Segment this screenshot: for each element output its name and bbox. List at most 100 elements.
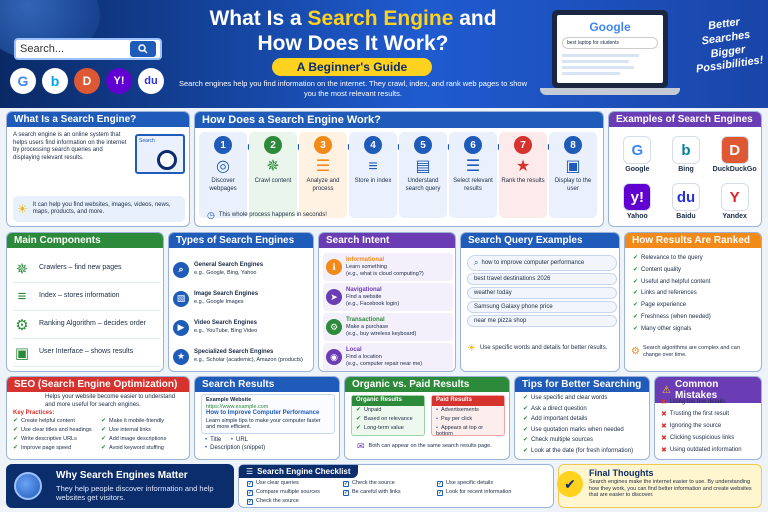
queries-tip: ☀ Use specific words and details for bet… — [467, 343, 608, 354]
step-label: Understand search query — [405, 178, 441, 192]
result-link[interactable]: How to Improve Computer Performance — [206, 410, 320, 417]
step-number: 8 — [564, 136, 582, 154]
components-title: Main Components — [7, 233, 163, 248]
intent-3-icon: ⚙ — [326, 319, 342, 335]
tip-item: Look at the date (for fresh information) — [523, 448, 647, 459]
results-card: Search Results Example Website https://w… — [194, 376, 340, 460]
step-4-icon: ≡ — [368, 158, 378, 175]
search-placeholder: Search... — [20, 43, 65, 55]
what-is-tip: ☀ It can help you find websites, images,… — [13, 196, 185, 222]
step-3: 3☰Analyze and process▶ — [299, 132, 354, 218]
checklist-item[interactable]: ✔Be careful with links — [343, 489, 401, 496]
paid-item: Pay per click — [436, 416, 500, 425]
checklist-item[interactable]: ✔Compare multiple sources — [247, 489, 320, 496]
engine-name: Google — [625, 166, 650, 174]
engine-yahoo[interactable]: y!Yahoo — [613, 179, 662, 226]
laptop-search-query: best laptop for students — [562, 37, 658, 49]
ranking-factor: Content quality — [633, 267, 759, 279]
laptop-google-logo: Google — [589, 20, 631, 34]
tip-item: Use quotation marks when needed — [523, 427, 647, 438]
type-1-icon: ⌕ — [173, 261, 189, 278]
bing-logo-icon: b — [42, 68, 68, 94]
seo-practice: Add image descriptions — [101, 436, 189, 445]
mistakes-title: ⚠Common Mistakes — [655, 377, 761, 403]
ranking-title: How Results Are Ranked — [625, 233, 761, 248]
step-label: Display to the user — [554, 178, 592, 192]
seo-practice: Write descriptive URLs — [13, 436, 99, 445]
tips-card: Tips for Better Searching Use specific a… — [514, 376, 650, 460]
header-logos: G b D Y! du — [10, 68, 164, 94]
ranking-factor: Page experience — [633, 302, 759, 314]
checklist-item[interactable]: ✔Use specific details — [437, 480, 494, 487]
component-item: ▣User Interface – shows results — [13, 339, 161, 367]
what-is-title: What Is a Search Engine? — [7, 112, 189, 127]
mistake-item: ✖Using outdated information — [661, 446, 742, 454]
step-7: 7★Rank the results▶ — [499, 132, 554, 218]
seo-practice: Use internal links — [101, 427, 189, 436]
step-label: Analyze and process — [306, 178, 340, 192]
paid-results-title: Paid Results — [432, 396, 504, 406]
step-number: 2 — [264, 136, 282, 154]
query-example[interactable]: best travel destinations 2026 — [467, 273, 617, 285]
search-icon: ⌕ — [474, 258, 479, 267]
step-1-icon: ◎ — [216, 158, 230, 175]
checkbox-icon: ✔ — [247, 489, 253, 496]
tip-item: Check multiple sources — [523, 437, 647, 448]
final-title: Final Thoughts — [589, 468, 654, 478]
step-number: 4 — [364, 136, 382, 154]
component-2-icon: ≡ — [17, 288, 27, 305]
yandex-logo-icon: Y — [720, 183, 749, 212]
final-panel: ✔ Final Thoughts Search engines make the… — [557, 464, 762, 508]
checkbox-icon: ✔ — [437, 489, 443, 496]
result-site: Example Website — [206, 397, 252, 403]
engine-name: Bing — [678, 166, 694, 174]
bing-logo-icon: b — [671, 136, 700, 165]
queries-title: Search Query Examples — [461, 233, 619, 248]
checklist-item[interactable]: ✔Use clear queries — [247, 480, 299, 487]
step-label: Rank the results — [501, 178, 545, 184]
what-is-card: What Is a Search Engine? A search engine… — [6, 111, 190, 227]
search-button[interactable] — [130, 41, 156, 57]
query-example[interactable]: near me pizza shop — [467, 315, 617, 327]
organic-card: Organic vs. Paid Results Organic Results… — [344, 376, 510, 460]
query-example[interactable]: ⌕how to improve computer performance — [467, 255, 617, 271]
checklist-item[interactable]: ✔Check the source — [343, 480, 395, 487]
ranking-factor: Freshness (when needed) — [633, 314, 759, 326]
seo-practice: Create helpful content — [13, 418, 99, 427]
component-3-icon: ⚙ — [15, 316, 29, 334]
x-icon: ✖ — [661, 446, 667, 454]
seo-practice: Use clear titles and headings — [13, 427, 99, 436]
checklist-item[interactable]: ✔Look for recent information — [437, 489, 512, 496]
matter-title: Why Search Engines Matter — [56, 470, 188, 481]
type-3-icon: ▶ — [173, 319, 189, 336]
mistake-item: ✖Trusting the first result — [661, 410, 730, 418]
ranking-factor: Useful and helpful content — [633, 279, 759, 291]
checklist-item[interactable]: ✔Check the source — [247, 498, 299, 505]
seo-title: SEO (Search Engine Optimization) — [7, 377, 189, 392]
x-icon: ✖ — [661, 434, 667, 442]
types-card: Types of Search Engines ⌕General Search … — [168, 232, 314, 372]
search-box[interactable]: Search... — [14, 38, 162, 60]
seo-practice: Improve page speed — [13, 445, 99, 454]
query-example[interactable]: weather today — [467, 287, 617, 299]
step-5: 5▤Understand search query▶ — [399, 132, 454, 218]
step-2-icon: ✵ — [266, 158, 280, 175]
mistake-item: ✖Clicking suspicious links — [661, 434, 735, 442]
query-example[interactable]: Samsung Galaxy phone price — [467, 301, 617, 313]
step-number: 6 — [464, 136, 482, 154]
laptop-illustration: Google best laptop for students — [540, 10, 680, 102]
examples-title: Examples of Search Engines — [609, 112, 761, 127]
checkbox-icon: ✔ — [247, 498, 253, 505]
